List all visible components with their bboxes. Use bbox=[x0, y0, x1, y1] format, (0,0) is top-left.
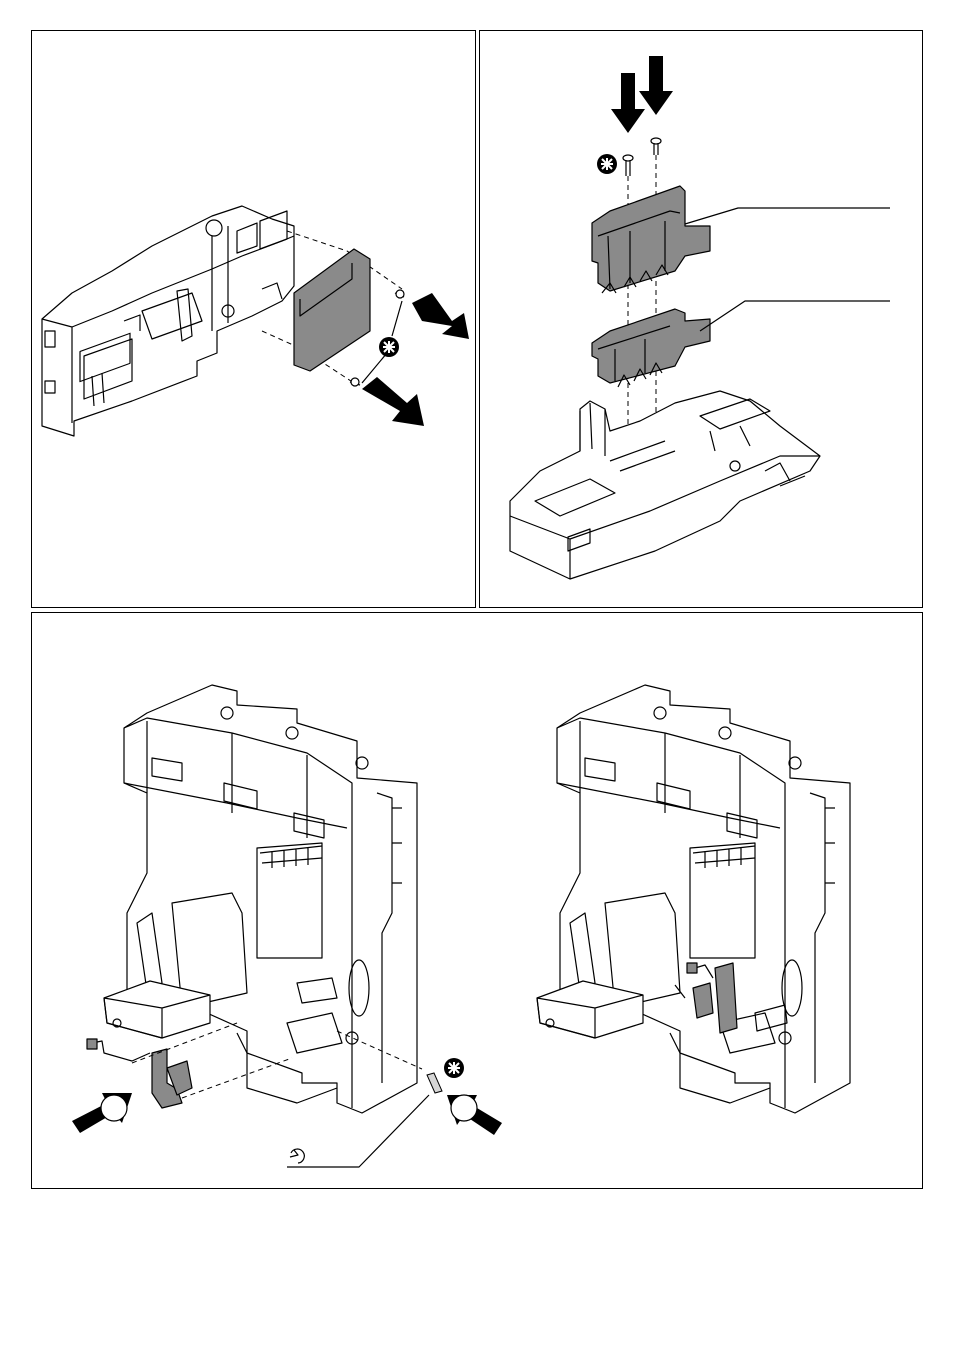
screw-right bbox=[651, 138, 661, 155]
lower-module bbox=[592, 309, 710, 387]
leader-line-lower bbox=[700, 301, 890, 331]
screw-bottom bbox=[350, 378, 360, 386]
phillips-screwdriver-icon bbox=[444, 1058, 464, 1078]
leader-line-upper bbox=[685, 208, 890, 224]
arrow-icon bbox=[412, 293, 469, 339]
insert-modules-illustration bbox=[480, 31, 924, 609]
panel-remove-cover bbox=[31, 30, 476, 608]
screw-left bbox=[623, 155, 633, 176]
arrow-icon bbox=[362, 377, 424, 426]
breaker-after bbox=[537, 685, 850, 1113]
phillips-screwdriver-icon bbox=[379, 337, 399, 357]
trip-unit-body bbox=[42, 206, 294, 436]
arrow-icon bbox=[611, 73, 645, 133]
connector-module bbox=[87, 1039, 192, 1108]
breaker-before bbox=[104, 685, 417, 1113]
remove-cover-illustration bbox=[32, 31, 477, 609]
arrow-icon bbox=[639, 56, 673, 115]
screw bbox=[427, 1073, 442, 1093]
torque-wrench-icon bbox=[290, 1149, 304, 1163]
phillips-screwdriver-icon bbox=[597, 154, 617, 174]
base-unit bbox=[510, 391, 820, 579]
arrow-icon bbox=[447, 1095, 502, 1135]
cover-plate bbox=[294, 249, 370, 371]
upper-module bbox=[592, 186, 710, 293]
panel-install-connector bbox=[31, 612, 923, 1189]
arrow-icon bbox=[72, 1093, 132, 1133]
screw-top bbox=[395, 290, 404, 298]
panel-insert-modules bbox=[479, 30, 923, 608]
install-connector-illustration bbox=[32, 613, 924, 1190]
